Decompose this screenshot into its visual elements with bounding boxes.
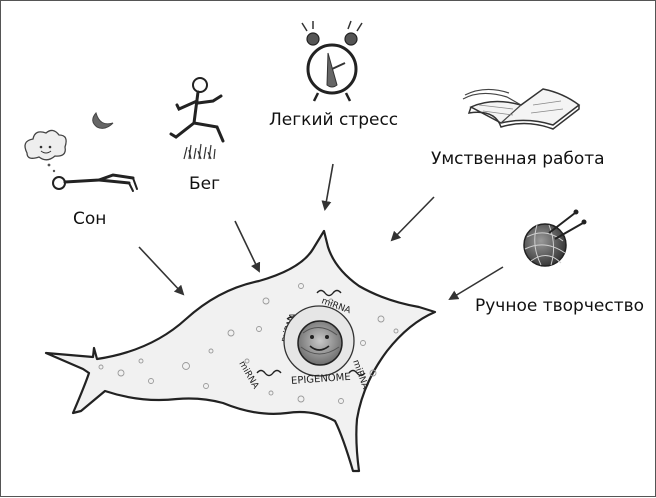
handcraft-label: Ручное творчество [475, 296, 644, 316]
moon-icon [93, 113, 113, 128]
open-book-icon [463, 89, 579, 129]
arrow-stress [325, 164, 333, 209]
cloud-icon [25, 130, 66, 172]
running-person-icon [171, 78, 223, 141]
arrow-handcraft [450, 267, 503, 299]
sleeping-person-icon [53, 175, 137, 191]
nucleus [284, 306, 354, 376]
running-label: Бег [189, 174, 220, 194]
yarn-ball-icon [524, 210, 587, 267]
arrow-running [235, 221, 259, 271]
alarm-clock-icon [302, 21, 362, 101]
mental-label: Умственная работа [431, 149, 605, 169]
sleep-label: Сон [73, 209, 106, 229]
arrow-sleep [139, 247, 183, 294]
grass-icon [184, 144, 215, 159]
arrow-mental [392, 197, 434, 240]
stress-label: Легкий стресс [269, 110, 398, 130]
cell-body [46, 231, 435, 471]
